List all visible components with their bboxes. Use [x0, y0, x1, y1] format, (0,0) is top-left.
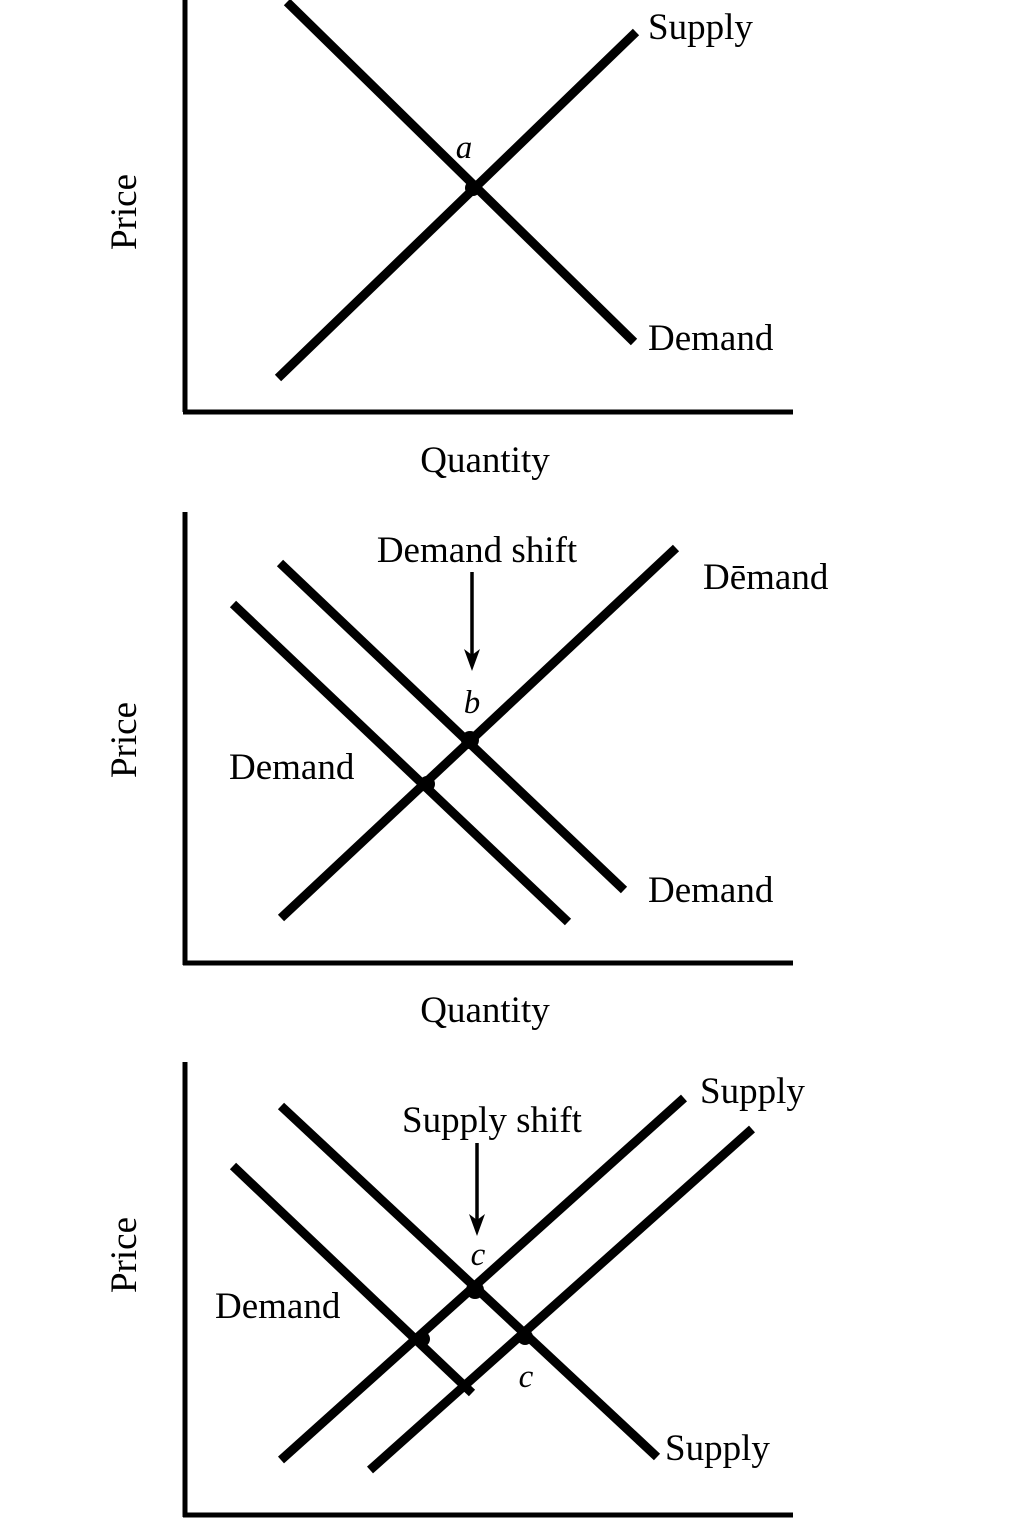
panel-c-shift-label: Supply shift — [402, 1100, 583, 1141]
panel-c-supply-shifted-curve — [367, 1125, 755, 1474]
panel-b-equilibrium-dot-original — [419, 776, 435, 792]
panel-c-point-label-upper: c — [471, 1237, 486, 1273]
panel-a-x-axis-label: Quantity — [420, 440, 550, 481]
panel-b-shift-label: Demand shift — [377, 530, 578, 571]
panel-b-left-demand-label: Demand — [229, 747, 355, 788]
panel-c-lower-right-supply-label: Supply — [665, 1428, 770, 1469]
panel-c-equilibrium-dot-left — [414, 1331, 430, 1347]
panel-b-upper-right-demand-label: Dēmand — [703, 557, 829, 598]
panel-c: Price Supply shift Supply Demand Supply … — [104, 1062, 805, 1518]
panel-a-equilibrium-dot — [465, 180, 481, 196]
panel-a-supply-label: Supply — [648, 7, 753, 48]
panel-c-equilibrium-dot-upper — [466, 1281, 484, 1299]
panel-b: Price Quantity Demand shift Dēmand Deman… — [104, 512, 829, 1031]
panel-b-shift-arrow-head — [464, 649, 480, 671]
panel-c-equilibrium-dot-right — [517, 1329, 533, 1345]
panel-c-demand-second-curve — [277, 1102, 661, 1461]
panel-a-point-label: a — [456, 130, 473, 166]
panel-c-demand-original-curve — [229, 1162, 476, 1397]
panel-c-upper-right-supply-label: Supply — [700, 1071, 805, 1112]
panel-b-y-axis-label: Price — [104, 702, 145, 778]
panel-c-supply-original-curve — [277, 1094, 688, 1464]
panel-a-demand-curve — [283, 0, 638, 346]
panel-a: Price Quantity Supply Demand a — [104, 0, 793, 481]
panel-c-y-axis-label: Price — [104, 1217, 145, 1293]
panel-b-equilibrium-dot-b — [461, 731, 479, 749]
panel-b-demand-shifted-curve — [276, 559, 628, 894]
panel-a-supply-curve — [274, 28, 640, 382]
panel-b-x-axis-label: Quantity — [420, 990, 550, 1031]
panel-b-lower-right-demand-label: Demand — [648, 870, 774, 911]
panel-b-demand-upward-curve — [277, 544, 680, 922]
panel-b-demand-original-curve — [229, 600, 572, 926]
panel-b-point-label: b — [464, 685, 481, 721]
panel-c-left-demand-label: Demand — [215, 1286, 341, 1327]
panel-a-demand-label: Demand — [648, 318, 774, 359]
panel-a-y-axis-label: Price — [104, 174, 145, 250]
panel-c-point-label-lower: c — [519, 1359, 534, 1395]
panel-c-shift-arrow-head — [469, 1214, 485, 1236]
